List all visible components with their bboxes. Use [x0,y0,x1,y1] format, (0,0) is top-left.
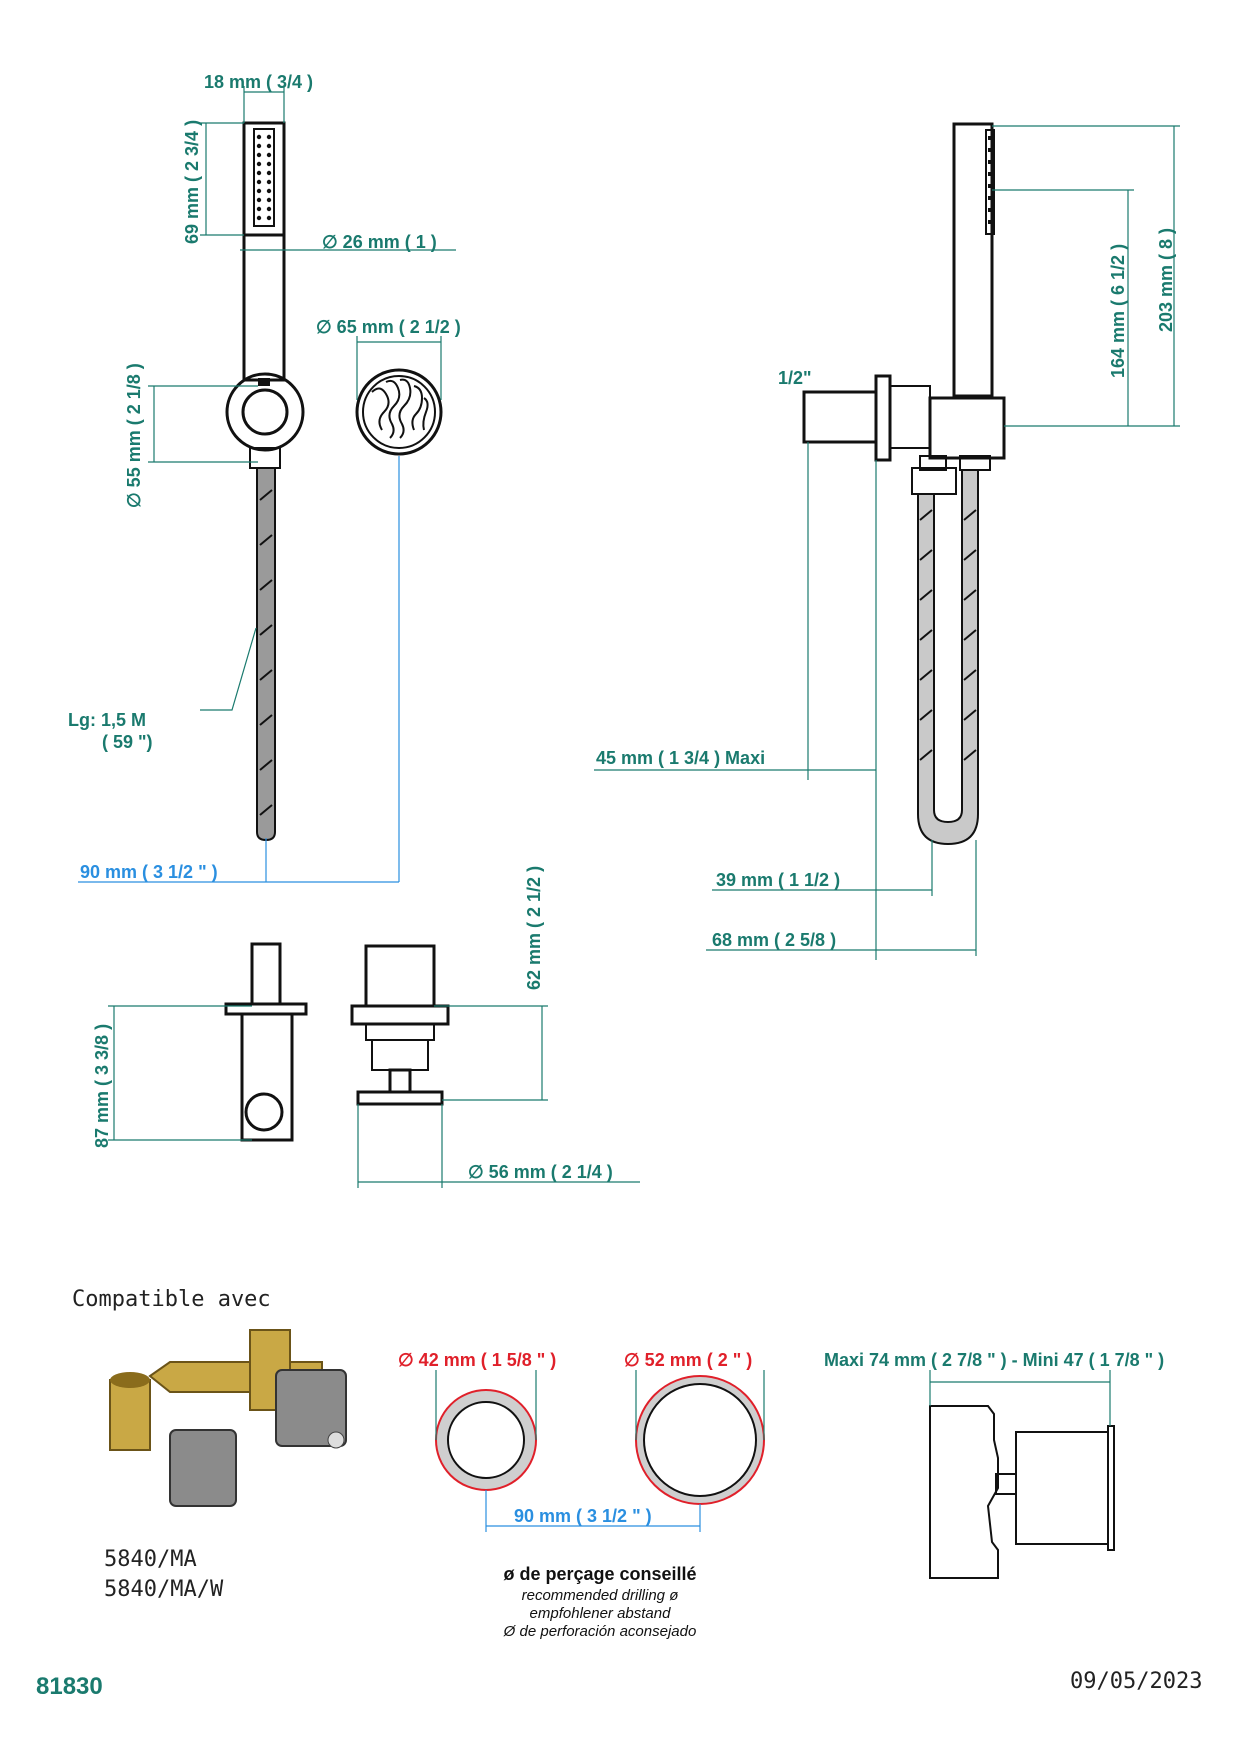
wall-depth-section [929,1370,1115,1579]
drilling-circles [435,1370,765,1532]
drill-52-label: ∅ 52 mm ( 2 " ) [624,1350,752,1370]
handle-width-label: 18 mm ( 3/4 ) [204,72,313,92]
compat-ref2: 5840/MA/W [104,1577,224,1602]
hand-shower-front-view [225,121,443,842]
compat-ref1: 5840/MA [104,1547,197,1572]
projection-45-label: 45 mm ( 1 3/4 ) Maxi [596,748,765,768]
hose-length-inches-label: ( 59 ") [102,732,153,752]
diameter-56-label: ∅ 56 mm ( 2 1/4 ) [468,1162,613,1182]
inlet-label: 1/2" [778,368,812,388]
handle-diameter-label: ∅ 26 mm ( 1 ) [322,232,437,252]
holder-diameter-label: ∅ 55 mm ( 2 1/8 ) [124,363,144,508]
spacing-top-label: 90 mm ( 3 1/2 " ) [80,862,218,882]
outlet-side-views [224,942,450,1142]
product-code: 81830 [36,1673,103,1700]
mixer-body-illustration [109,1329,347,1507]
dims-top-left [78,86,456,883]
hand-shower-side-view [802,122,1006,846]
projection-68-label: 68 mm ( 2 5/8 ) [712,930,836,950]
spacing-bottom-label: 90 mm ( 3 1/2 " ) [514,1506,652,1526]
dims-top-right [594,125,1180,960]
hose-length-label: Lg: 1,5 M [68,710,146,730]
drill-de: empfohlener abstand [530,1605,672,1622]
projection-39-label: 39 mm ( 1 1/2 ) [716,870,840,890]
drill-title: ø de perçage conseillé [503,1564,696,1584]
drill-42-label: ∅ 42 mm ( 1 5/8 " ) [398,1350,556,1370]
height-203-label: 203 mm ( 8 ) [1156,228,1176,332]
height-62-label: 62 mm ( 2 1/2 ) [524,866,544,990]
maxi-mini-label: Maxi 74 mm ( 2 7/8 " ) - Mini 47 ( 1 7/8… [824,1350,1164,1370]
height-87-label: 87 mm ( 3 3/8 ) [92,1024,112,1148]
dims-middle [108,1005,640,1188]
spray-nozzles [256,134,272,221]
document-date: 09/05/2023 [1070,1669,1202,1694]
head-height-label: 69 mm ( 2 3/4 ) [182,120,202,244]
drill-es: Ø de perforación aconsejado [503,1623,697,1640]
compat-title: Compatible avec [72,1287,271,1312]
rosette-diameter-label: ∅ 65 mm ( 2 1/2 ) [316,317,461,337]
height-164-label: 164 mm ( 6 1/2 ) [1108,244,1128,378]
drill-en: recommended drilling ø [522,1587,679,1604]
